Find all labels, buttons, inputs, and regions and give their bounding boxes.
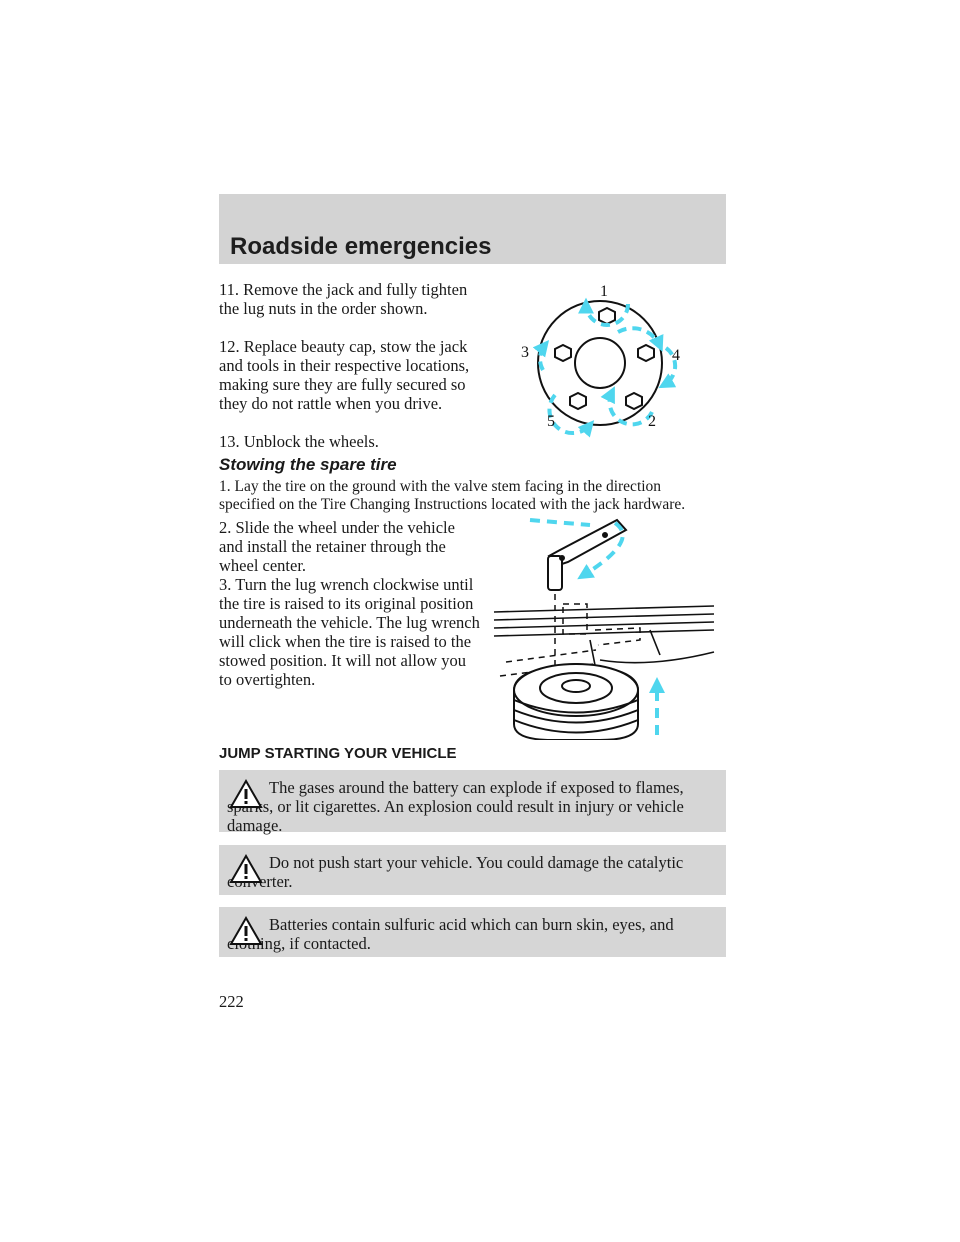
lug-nut-3	[554, 343, 572, 363]
stowing-step-3: 3. Turn the lug wrench clockwise until t…	[219, 575, 480, 689]
warning-box-explosion: The gases around the battery can explode…	[219, 770, 726, 835]
lug-nut-2	[625, 391, 643, 411]
motion-arrows	[577, 521, 665, 735]
label-5: 5	[547, 413, 555, 430]
label-1: 1	[600, 283, 608, 300]
label-2: 2	[648, 413, 656, 430]
label-4: 4	[672, 347, 680, 364]
stowing-heading: Stowing the spare tire	[219, 455, 397, 474]
warning-text-acid: Batteries contain sulfuric acid which ca…	[227, 915, 674, 953]
page-number: 222	[219, 992, 244, 1011]
warning-triangle-icon	[229, 915, 263, 945]
spare-tire-stowing-diagram	[493, 518, 715, 740]
warning-text-explosion: The gases around the battery can explode…	[227, 778, 684, 835]
section-header-band	[219, 194, 726, 264]
warning-box-push-start: Do not push start your vehicle. You coul…	[219, 845, 726, 895]
wheel-center-hole	[574, 337, 626, 389]
step-12: 12. Replace beauty cap, stow the jack an…	[219, 337, 470, 413]
lug-wrench	[547, 518, 628, 591]
warning-text-push-start: Do not push start your vehicle. You coul…	[227, 853, 684, 891]
warning-triangle-icon	[229, 778, 263, 808]
section-title: Roadside emergencies	[230, 233, 492, 260]
spare-tire	[513, 662, 639, 740]
step-11: 11. Remove the jack and fully tighten th…	[219, 280, 468, 318]
warning-box-acid: Batteries contain sulfuric acid which ca…	[219, 907, 726, 957]
stowing-step-2: 2. Slide the wheel under the vehicle and…	[219, 518, 455, 575]
tightening-arrows	[532, 297, 678, 438]
vehicle-frame	[493, 605, 715, 681]
jump-start-heading: JUMP STARTING YOUR VEHICLE	[219, 745, 457, 762]
lug-nut-order-diagram: 1 2 3 4 5	[521, 283, 680, 438]
stowing-step-1: 1. Lay the tire on the ground with the v…	[219, 478, 686, 513]
lug-nut-5	[569, 391, 587, 411]
lug-nut-1	[598, 306, 616, 326]
step-13: 13. Unblock the wheels.	[219, 432, 379, 451]
lug-nut-4	[637, 343, 655, 363]
warning-triangle-icon	[229, 853, 263, 883]
label-3: 3	[521, 344, 529, 361]
